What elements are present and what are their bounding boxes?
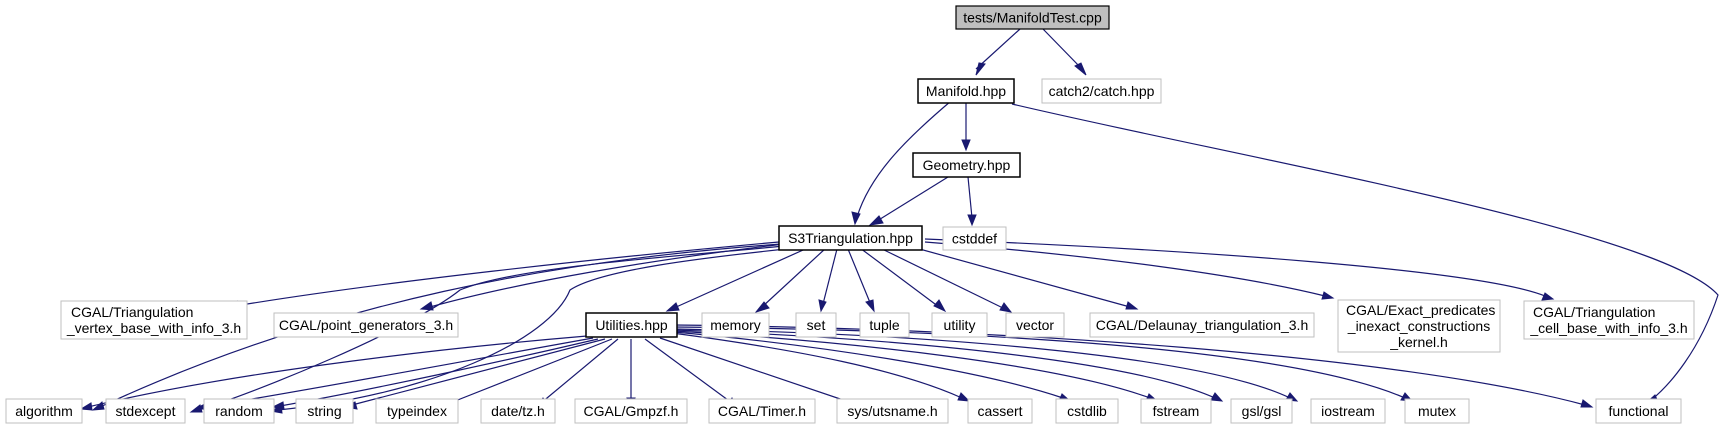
node-label: CGAL/Triangulation [1533,304,1655,320]
edge-manifold-to-functional [1011,103,1719,406]
node-label: cassert [977,403,1022,419]
node-string[interactable]: string [295,398,354,424]
node-label: random [215,403,262,419]
node-label: typeindex [387,403,447,419]
node-cassert[interactable]: cassert [967,398,1033,424]
node-label: utility [944,317,976,333]
node-label: date/tz.h [491,403,545,419]
node-label: stdexcept [116,403,176,419]
node-label: S3Triangulation.hpp [788,230,913,246]
node-cstdlib[interactable]: cstdlib [1055,398,1119,424]
edge-s3triangulation-to-exact-predicates [924,241,1335,300]
node-manifoldtest[interactable]: tests/ManifoldTest.cpp [955,5,1110,30]
node-s3triangulation[interactable]: S3Triangulation.hpp [778,225,923,251]
node-typeindex[interactable]: typeindex [375,398,459,424]
node-cgal-timer[interactable]: CGAL/Timer.h [708,398,816,424]
node-label: CGAL/Triangulation [71,304,193,320]
node-label: Utilities.hpp [595,317,668,333]
node-utilities[interactable]: Utilities.hpp [585,312,678,338]
node-functional[interactable]: functional [1595,398,1682,424]
node-date-tz[interactable]: date/tz.h [480,398,556,424]
node-label: memory [710,317,761,333]
node-set[interactable]: set [795,312,837,338]
edge-s3triangulation-to-utility [859,247,947,313]
edge-utilities-to-timer [644,338,740,409]
node-label: fstream [1153,403,1200,419]
node-label: CGAL/Gmpzf.h [584,403,679,419]
node-tuple[interactable]: tuple [859,312,910,338]
node-gsl[interactable]: gsl/gsl [1230,398,1293,424]
node-sys-utsname[interactable]: sys/utsname.h [836,398,949,424]
edge-s3triangulation-to-cell-base [924,238,1555,301]
node-label: vector [1016,317,1054,333]
node-label: Geometry.hpp [923,157,1011,173]
edge-utilities-to-algorithm [79,335,588,411]
node-label: mutex [1418,403,1456,419]
node-label: _kernel.h [1389,334,1448,350]
edge-utilities-to-gmpzf [626,339,636,410]
node-iostream[interactable]: iostream [1310,398,1386,424]
edge-manifoldtest-to-manifold [975,28,1021,76]
edge-utilities-to-date [533,338,619,409]
node-label: catch2/catch.hpp [1049,83,1155,99]
node-cgal-delaunay[interactable]: CGAL/Delaunay_triangulation_3.h [1089,312,1315,338]
edge-s3triangulation-to-utilities [665,245,813,312]
node-label: functional [1609,403,1669,419]
node-label: cstddef [952,231,997,247]
node-label: Manifold.hpp [926,83,1006,99]
node-label: _vertex_base_with_info_3.h [66,320,241,336]
edge-s3triangulation-to-delaunay [904,244,1139,310]
edge-geometry-to-s3triangulation [868,176,949,226]
edge-manifold-to-s3triangulation [851,100,952,226]
node-algorithm[interactable]: algorithm [5,398,83,424]
edge-utilities-to-iostream [673,328,1299,402]
node-cgal-gmpzf[interactable]: CGAL/Gmpzf.h [574,398,688,424]
node-manifold[interactable]: Manifold.hpp [917,78,1015,104]
node-label: string [307,403,341,419]
edge-s3triangulation-to-memory [754,247,827,313]
node-cgal-vertex-base[interactable]: CGAL/Triangulation _vertex_base_with_inf… [60,300,248,340]
node-vector[interactable]: vector [1005,312,1065,338]
edge-manifold-to-geometry [961,101,971,152]
node-cgal-exact-predicates[interactable]: CGAL/Exact_predicates _inexact_construct… [1337,299,1501,353]
node-label: cstdlib [1067,403,1107,419]
node-label: _cell_base_with_info_3.h [1529,320,1687,336]
node-label: CGAL/Timer.h [718,403,806,419]
edge-s3triangulation-to-set [818,248,838,313]
edge-utilities-to-cassert [671,332,971,402]
node-label: sys/utsname.h [847,403,937,419]
node-label: iostream [1321,403,1375,419]
node-memory[interactable]: memory [701,312,770,338]
node-catch[interactable]: catch2/catch.hpp [1041,78,1162,104]
node-geometry[interactable]: Geometry.hpp [912,152,1021,178]
node-cgal-point-generators[interactable]: CGAL/point_generators_3.h [273,312,459,338]
edge-s3triangulation-to-vertex-base [224,241,780,310]
node-label: _inexact_constructions [1347,318,1490,334]
node-mutex[interactable]: mutex [1404,398,1470,424]
node-cstddef[interactable]: cstddef [942,226,1007,251]
node-label: CGAL/point_generators_3.h [279,317,453,333]
node-cgal-cell-base[interactable]: CGAL/Triangulation _cell_base_with_info_… [1523,300,1695,340]
edge-s3triangulation-to-tuple [847,248,875,313]
edge-utilities-to-fstream [673,330,1159,402]
node-label: CGAL/Exact_predicates [1346,302,1495,318]
node-label: CGAL/Delaunay_triangulation_3.h [1096,317,1308,333]
node-label: tests/ManifoldTest.cpp [963,10,1102,26]
node-utility[interactable]: utility [931,312,988,338]
node-random[interactable]: random [203,398,275,424]
node-label: algorithm [15,403,73,419]
node-label: gsl/gsl [1242,403,1282,419]
node-label: tuple [869,317,900,333]
edge-manifoldtest-to-catch [1042,28,1087,76]
node-stdexcept[interactable]: stdexcept [105,398,186,424]
edge-s3triangulation-to-vector [877,246,1013,313]
edge-utilities-to-typeindex [436,338,613,409]
edge-geometry-to-cstddef [967,176,977,227]
node-label: set [807,317,826,333]
node-fstream[interactable]: fstream [1140,398,1212,424]
